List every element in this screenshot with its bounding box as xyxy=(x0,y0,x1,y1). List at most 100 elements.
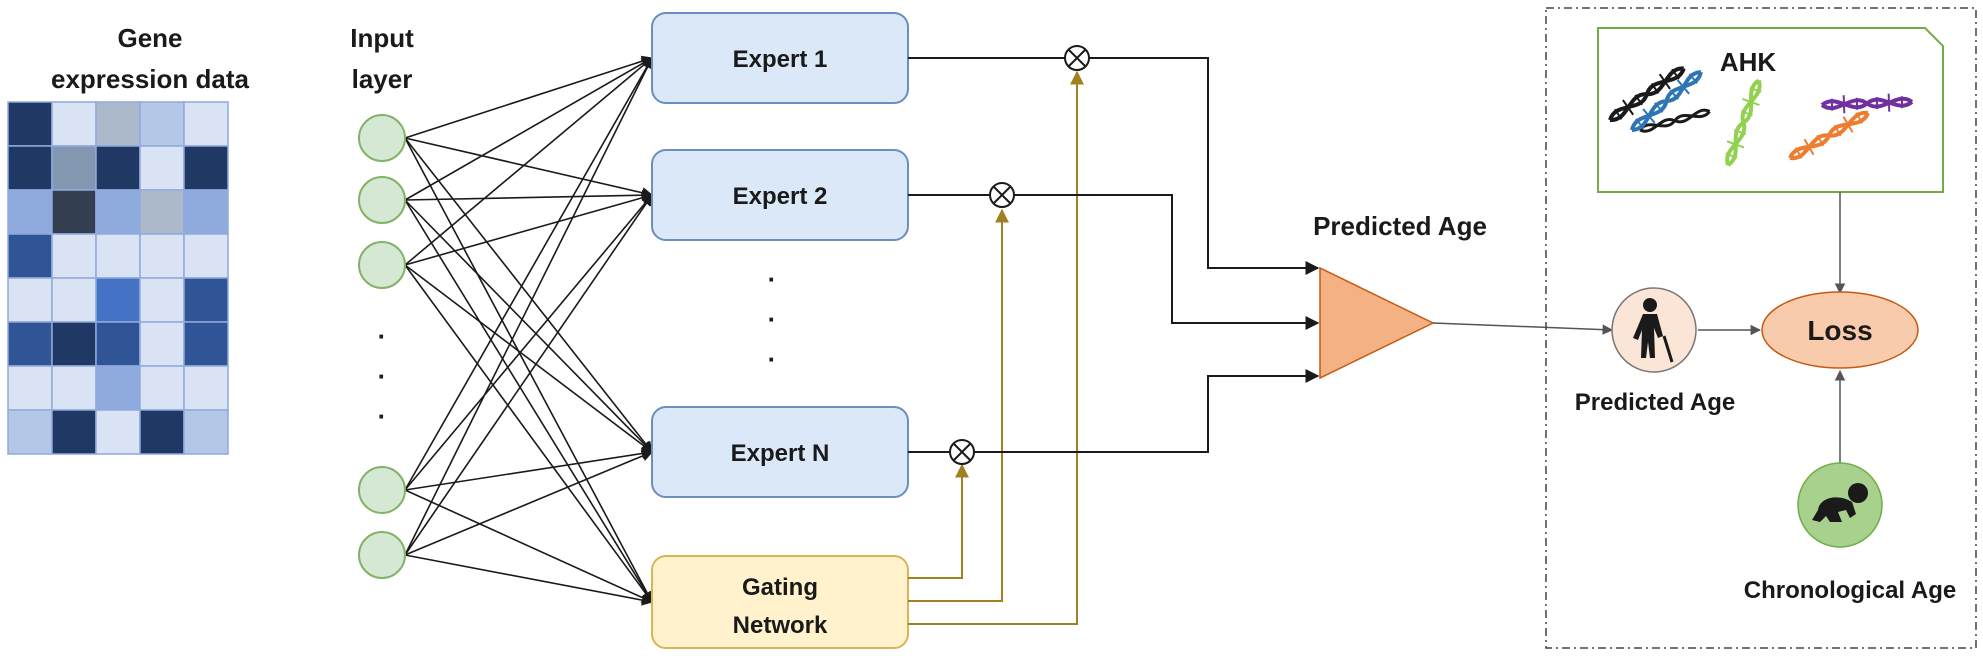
heatmap-cell xyxy=(7,233,53,279)
expert-2-label: Expert 2 xyxy=(733,183,828,210)
heatmap-cell xyxy=(51,145,97,191)
heatmap-cell xyxy=(183,189,229,235)
panel-edges xyxy=(1698,192,1846,463)
aggregator-label: Predicted Age xyxy=(1313,211,1487,241)
heatmap-cell xyxy=(183,321,229,367)
heatmap-cell xyxy=(139,189,185,235)
baby-icon xyxy=(1812,483,1868,522)
network-edge xyxy=(404,137,654,199)
svg-text:·: · xyxy=(378,401,387,431)
heatmap-cell xyxy=(95,233,141,279)
heatmap-cell xyxy=(7,189,53,235)
expert-n-label: Expert N xyxy=(731,440,830,467)
network-edge xyxy=(404,199,653,453)
heatmap-cell xyxy=(51,365,97,411)
aggregator-triangle xyxy=(1319,266,1435,380)
heatmap-cell xyxy=(183,277,229,323)
heatmap-cell xyxy=(51,189,97,235)
heatmap-cell xyxy=(95,277,141,323)
heatmap-cell xyxy=(95,145,141,191)
heatmap-cell xyxy=(7,145,53,191)
network-edge xyxy=(404,194,653,491)
network-edge xyxy=(404,554,654,606)
svg-text:·: · xyxy=(768,264,777,294)
elderly-person-icon xyxy=(1633,298,1674,363)
dna-icon xyxy=(1725,78,1762,167)
predicted-age-label: Predicted Age xyxy=(1575,389,1736,416)
gating-label-line2: Network xyxy=(733,612,828,639)
network-edge xyxy=(404,137,653,603)
svg-text:·: · xyxy=(378,321,387,351)
experts-ellipsis: · · · xyxy=(768,264,777,374)
heatmap-cell xyxy=(183,101,229,147)
heatmap-cell xyxy=(139,145,185,191)
multiply-node-n xyxy=(949,439,975,465)
network-edge xyxy=(404,264,653,603)
input-layer-ellipsis: · · · xyxy=(378,321,387,431)
heatmap-cell xyxy=(139,101,185,147)
dna-icon xyxy=(1630,70,1703,132)
heatmap-cell xyxy=(95,409,141,455)
network-edge xyxy=(404,57,653,491)
input-layer-label-line2: layer xyxy=(352,64,413,94)
network-edge xyxy=(404,194,653,556)
input-node xyxy=(358,466,406,514)
predicted-age-node: Predicted Age xyxy=(1575,287,1736,416)
network-edge xyxy=(404,450,654,556)
heatmap-cell xyxy=(183,409,229,455)
loss-label: Loss xyxy=(1807,315,1872,346)
heatmap-cell xyxy=(183,233,229,279)
heatmap-cell xyxy=(139,233,185,279)
dna-icon xyxy=(1820,93,1914,114)
network-edge xyxy=(404,137,653,453)
heatmap-cell xyxy=(139,409,185,455)
dna-icon xyxy=(1638,108,1711,133)
network-edge xyxy=(404,57,653,266)
heatmap-title-line2: expression data xyxy=(51,64,250,94)
chronological-age-node: Chronological Age xyxy=(1744,462,1956,604)
heatmap-cell xyxy=(95,365,141,411)
heatmap-cell xyxy=(7,101,53,147)
input-node xyxy=(358,176,406,224)
heatmap-cell xyxy=(95,189,141,235)
heatmap-cell xyxy=(51,321,97,367)
input-nodes xyxy=(358,114,406,579)
gating-network-box: Gating Network xyxy=(651,555,909,649)
heatmap-cell xyxy=(139,321,185,367)
heatmap-cell xyxy=(139,365,185,411)
network-edge xyxy=(404,192,654,266)
heatmap-cell xyxy=(7,409,53,455)
expert-1-label: Expert 1 xyxy=(733,46,828,73)
expert-n-box: Expert N xyxy=(651,406,909,498)
network-edge xyxy=(404,57,653,201)
heatmap-cell xyxy=(183,145,229,191)
network-edge xyxy=(404,447,654,491)
heatmap-cell xyxy=(51,409,97,455)
heatmap-grid xyxy=(7,101,229,455)
input-node xyxy=(358,114,406,162)
expert-output-edges xyxy=(908,57,1320,453)
multiply-node-1 xyxy=(1064,45,1090,71)
heatmap-cell xyxy=(139,277,185,323)
heatmap-cell xyxy=(51,101,97,147)
input-layer-label-line1: Input xyxy=(350,23,414,53)
network-edge xyxy=(404,189,654,201)
heatmap-cell xyxy=(95,101,141,147)
network-edge xyxy=(404,55,654,139)
dna-icon xyxy=(1608,66,1686,122)
heatmap-cell xyxy=(51,233,97,279)
svg-text:·: · xyxy=(768,344,777,374)
network-edge xyxy=(404,199,653,603)
heatmap-cell xyxy=(7,321,53,367)
network-edge xyxy=(404,489,654,603)
heatmap-cell xyxy=(95,321,141,367)
aggregator-to-prediction-edge xyxy=(1432,322,1614,335)
loss-node: Loss xyxy=(1761,291,1919,369)
input-node xyxy=(358,241,406,289)
multiply-node-2 xyxy=(989,182,1015,208)
dna-icon xyxy=(1788,110,1870,161)
ahk-gene-box: AHK xyxy=(1597,27,1944,193)
heatmap-cell xyxy=(183,365,229,411)
gating-weight-edges xyxy=(908,70,1084,625)
heatmap-cell xyxy=(51,277,97,323)
